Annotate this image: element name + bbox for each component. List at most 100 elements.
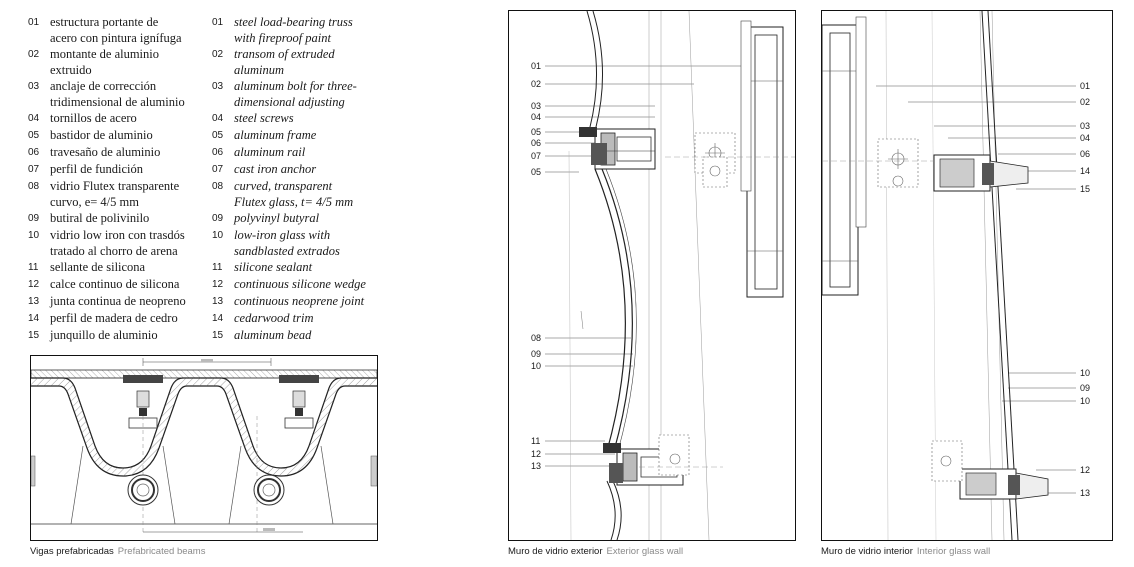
legend-item-text: aluminum frame [234,128,317,142]
legend-item-number: 08 [212,181,224,192]
callout-label: 10 [1080,396,1090,406]
legend-item-text: estructura portante de acero con pintura… [50,15,182,45]
legend-item-number: 13 [212,296,224,307]
callout-label: 03 [531,101,541,111]
legend-item-text: vidrio Flutex transparente curvo, e= 4/5… [50,179,180,209]
callout-label: 11 [531,436,540,446]
callout-label: 12 [531,449,541,459]
callout-label: 09 [1080,383,1090,393]
callout-label: 14 [1080,166,1090,176]
legend-item-number: 10 [28,230,40,241]
legend-item: 15 aluminum bead [212,327,392,344]
legend-item-text: low-iron glass with sandblasted extrados [234,228,340,258]
legend-item-number: 12 [28,279,40,290]
legend-item-text: bastidor de aluminio [50,128,153,142]
legend-item-number: 15 [212,330,224,341]
legend-item: 13 continuous neoprene joint [212,293,392,310]
callout-label: 13 [531,461,541,471]
legend-item-number: 06 [28,147,40,158]
legend-item-text: cedarwood trim [234,311,314,325]
callout-label: 06 [1080,149,1090,159]
callout-label: 05 [531,127,541,137]
legend-item-number: 10 [212,230,224,241]
legend-item-number: 14 [28,313,40,324]
legend-item-number: 11 [212,262,223,273]
legend-item-text: steel load-bearing truss with fireproof … [234,15,353,45]
legend-item: 03 anclaje de corrección tridimensional d… [28,78,208,110]
legend-item-number: 08 [28,181,40,192]
legend-item: 03 aluminum bolt for three- dimensional a… [212,78,392,110]
legend-item-number: 07 [28,164,40,175]
legend-item-number: 09 [212,213,224,224]
legend-item-number: 15 [28,330,40,341]
legend-item-text: continuous neoprene joint [234,294,365,308]
callout-label: 12 [1080,465,1090,475]
legend-spanish: 01 estructura portante de acero con pintu… [28,14,208,344]
callout-label: 13 [1080,488,1090,498]
legend-item-number: 04 [28,113,40,124]
interior-wall-svg: 01 02 03 04 06 14 15 10 09 10 12 13 [822,11,1090,540]
legend-item-number: 11 [28,262,39,273]
legend-item-text: tornillos de acero [50,111,137,125]
legend-item-text: curved, transparent Flutex glass, t= 4/5… [234,179,354,209]
callout-label: 09 [531,349,541,359]
legend-item-text: steel screws [234,111,294,125]
legend-item-text: aluminum rail [234,145,306,159]
legend-item-number: 06 [212,147,224,158]
legend-item: 11 silicone sealant [212,259,392,276]
legend-item: 10 vidrio low iron con trasdós tratado al… [28,227,208,259]
legend-item: 06 aluminum rail [212,144,392,161]
legend-item-text: polyvinyl butyral [234,211,320,225]
legend-item: 10 low-iron glass with sandblasted extrad… [212,227,392,259]
legend-item: 08 curved, transparent Flutex glass, t= 4… [212,178,392,210]
legend-item-text: aluminum bead [234,328,312,342]
callout-label: 02 [531,79,541,89]
legend-item: 01 estructura portante de acero con pintu… [28,14,208,46]
interior-wall-drawing: 01 02 03 04 06 14 15 10 09 10 12 13 [821,10,1113,541]
interior-caption-en: Interior glass wall [916,546,991,557]
legend-item-text: junta continua de neopreno [50,294,186,308]
legend-item: 08 vidrio Flutex transparente curvo, e= 4… [28,178,208,210]
legend-item: 11 sellante de silicona [28,259,208,276]
exterior-wall-svg: 01 02 03 04 05 06 07 05 08 09 10 11 12 1… [531,11,795,540]
legend-item-text: continuous silicone wedge [234,277,366,291]
callout-label: 02 [1080,97,1090,107]
callout-label: 03 [1080,121,1090,131]
legend-item-text: sellante de silicona [50,260,146,274]
legend-item-number: 09 [28,213,40,224]
legend-item-text: anclaje de corrección tridimensional de … [50,79,185,109]
legend-item-text: silicone sealant [234,260,313,274]
callout-label: 08 [531,333,541,343]
legend-item-text: cast iron anchor [234,162,317,176]
interior-caption-es: Muro de vidrio interior [821,546,913,557]
legend-item-number: 03 [212,81,224,92]
legend-item-text: montante de aluminio extruido [50,47,160,77]
legend-item-text: aluminum bolt for three- dimensional adj… [234,79,357,109]
callout-label: 06 [531,138,541,148]
exterior-caption-es: Muro de vidrio exterior [508,546,603,557]
legend-item-text: vidrio low iron con trasdós tratado al c… [50,228,185,258]
legend-item-number: 03 [28,81,40,92]
exterior-caption-en: Exterior glass wall [606,546,684,557]
legend-item-number: 01 [28,17,40,28]
callout-label: 04 [1080,133,1090,143]
legend-item-text: travesaño de aluminio [50,145,161,159]
legend-item-number: 05 [212,130,224,141]
legend-item-number: 02 [212,49,224,60]
callout-label: 10 [531,361,541,371]
callout-label: 15 [1080,184,1090,194]
callout-label: 10 [1080,368,1090,378]
legend-item: 06 travesaño de aluminio [28,144,208,161]
legend-item-number: 07 [212,164,224,175]
